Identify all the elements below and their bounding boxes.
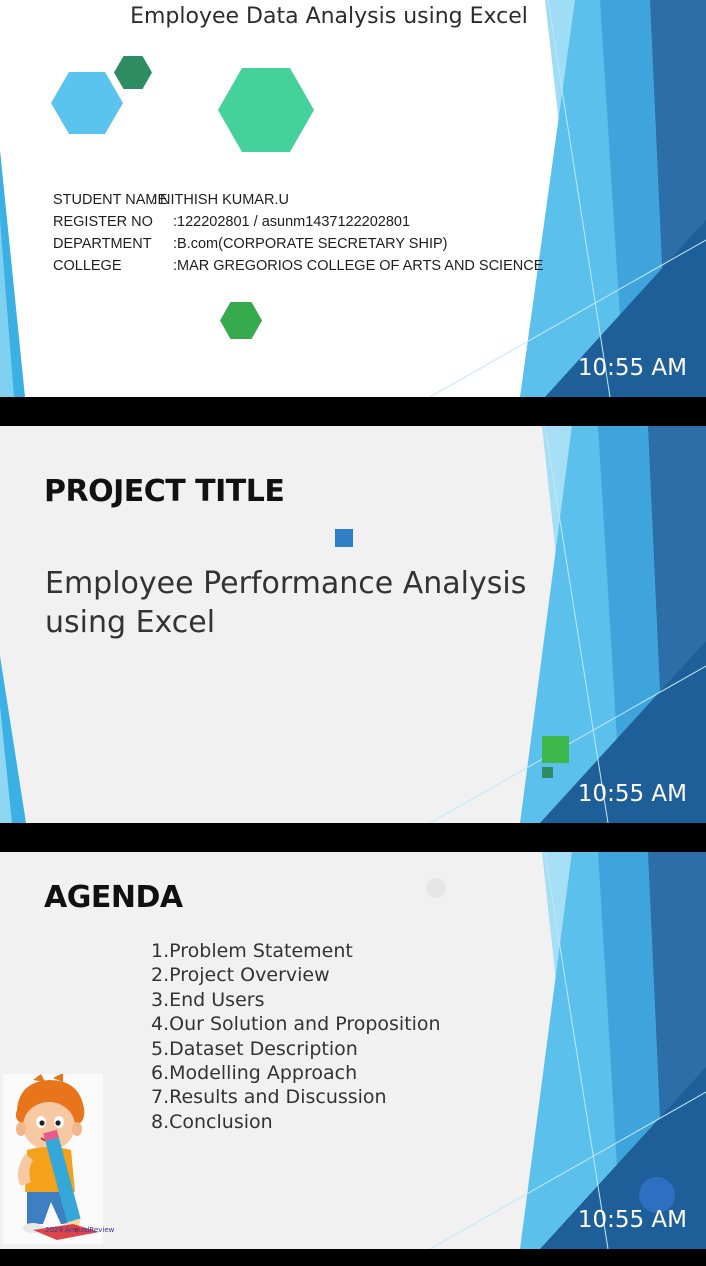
agenda-item: 1.Problem Statement (151, 940, 353, 962)
project-title-text: Employee Performance Analysis using Exce… (45, 564, 535, 642)
agenda-list: 1.Problem Statement 2.Project Overview 3… (151, 939, 441, 1134)
blue-triangle-decoration (426, 852, 706, 1249)
blue-triangle-decoration (0, 426, 706, 823)
agenda-item: 4.Our Solution and Proposition (151, 1013, 441, 1036)
cartoon-boy-with-pencil-icon (3, 1073, 103, 1244)
square-icon (542, 767, 553, 778)
info-value: :B.com(CORPORATE SECRETARY SHIP) (173, 236, 448, 252)
slide-1: Employee Data Analysis using Excel STUDE… (0, 0, 706, 397)
info-row-college: COLLEGE :MAR GREGORIOS COLLEGE OF ARTS A… (53, 255, 543, 277)
blue-triangle-decoration (0, 0, 706, 397)
image-caption: 2024 AnnualReview (45, 1226, 115, 1234)
agenda-item: 8.Conclusion (151, 1110, 273, 1133)
slide-title: Employee Data Analysis using Excel (130, 4, 528, 29)
agenda-item: 5.Dataset Description (151, 1037, 358, 1060)
timestamp: 10:55 AM (577, 1207, 687, 1233)
info-value: : NITHISH KUMAR.U (152, 192, 289, 208)
info-row-register-no: REGISTER NO :122202801 / asunm1437122202… (53, 211, 543, 233)
info-label: DEPARTMENT (53, 236, 152, 252)
timestamp: 10:55 AM (577, 781, 687, 807)
info-row-department: DEPARTMENT :B.com(CORPORATE SECRETARY SH… (53, 233, 543, 255)
square-icon (542, 736, 569, 763)
timestamp: 10:55 AM (577, 355, 687, 381)
agenda-item: 6.Modelling Approach (151, 1061, 358, 1084)
agenda-item: 2.Project Overview (151, 964, 330, 987)
project-title-line-1: Employee Performance Analysis (45, 566, 527, 601)
info-label: COLLEGE (53, 258, 122, 274)
hexagon-icon (51, 72, 123, 134)
info-value: :MAR GREGORIOS COLLEGE OF ARTS AND SCIEN… (173, 258, 544, 274)
slide-2: PROJECT TITLE Employee Performance Analy… (0, 426, 706, 823)
info-label: REGISTER NO (53, 214, 153, 230)
agenda-item: 7.Results and Discussion (151, 1086, 387, 1109)
info-value: :122202801 / asunm1437122202801 (173, 214, 411, 230)
info-row-student-name: STUDENT NAME : NITHISH KUMAR.U (53, 189, 543, 211)
slide-heading: AGENDA (44, 880, 183, 915)
info-label: STUDENT NAME (53, 192, 168, 208)
square-icon (335, 529, 353, 547)
hexagon-icon (218, 68, 314, 152)
slide-3: AGENDA 1.Problem Statement 2.Project Ove… (0, 852, 706, 1249)
project-title-line-2: using Excel (45, 605, 216, 640)
student-info: STUDENT NAME : NITHISH KUMAR.U REGISTER … (53, 189, 543, 277)
slide-heading: PROJECT TITLE (44, 474, 285, 509)
agenda-item: 3.End Users (151, 988, 265, 1011)
